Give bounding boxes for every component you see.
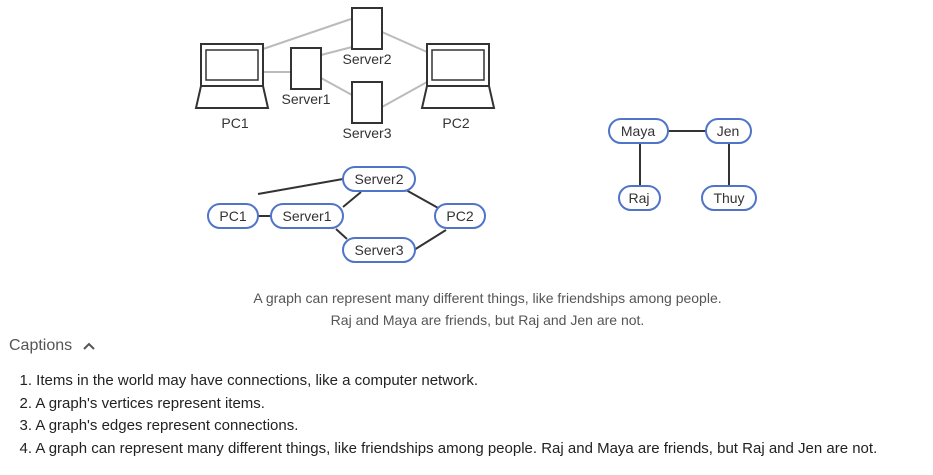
caption-item-text: Items in the world may have connections,… <box>36 372 479 389</box>
graph-edges <box>257 178 447 251</box>
friend-node-maya: Maya <box>608 118 669 144</box>
graph-node-pc1-label: PC1 <box>219 208 246 224</box>
figure-caption-line-1: A graph can represent many different thi… <box>253 290 722 306</box>
server1-icon <box>290 47 322 90</box>
server2-label: Server2 <box>342 51 391 67</box>
pc2-laptop-icon <box>420 43 496 109</box>
caption-item: 4. A graph can represent many different … <box>18 438 877 461</box>
friend-node-maya-label: Maya <box>621 123 655 139</box>
graph-node-pc1: PC1 <box>207 203 259 229</box>
caption-item-number: 3. <box>19 417 32 434</box>
figure-canvas: PC1 PC2 Server1 Server2 Server3 PC1 Serv… <box>194 7 757 263</box>
graph-node-server1-label: Server1 <box>282 208 331 224</box>
figure-caption-line-2: Raj and Maya are friends, but Raj and Je… <box>330 312 645 328</box>
friend-node-thuy-label: Thuy <box>713 190 744 206</box>
pc1-label: PC1 <box>221 115 248 131</box>
graph-node-pc2: PC2 <box>434 203 486 229</box>
captions-toggle-label: Captions <box>9 337 73 354</box>
friend-node-thuy: Thuy <box>701 185 757 211</box>
caption-item-text: A graph's edges represent connections. <box>35 417 299 434</box>
caption-item-number: 1. <box>19 372 32 389</box>
caption-item-number: 2. <box>19 394 32 412</box>
friend-edges <box>639 130 730 186</box>
friend-node-raj: Raj <box>618 185 661 211</box>
caption-item-text: A graph can represent many different thi… <box>35 439 878 457</box>
graph-node-server2: Server2 <box>342 166 416 192</box>
graph-node-server3-label: Server3 <box>354 242 403 258</box>
graph-node-server2-label: Server2 <box>354 171 403 187</box>
graph-node-pc2-label: PC2 <box>446 208 473 224</box>
pc1-laptop-icon <box>194 43 270 109</box>
chevron-up-icon <box>83 342 95 350</box>
network-connections <box>262 18 428 108</box>
graph-node-server3: Server3 <box>342 237 416 263</box>
server2-icon <box>351 7 383 50</box>
friend-node-jen-label: Jen <box>717 123 740 139</box>
caption-item-text: A graph's vertices represent items. <box>35 394 265 412</box>
captions-toggle-button[interactable]: Captions <box>9 337 96 355</box>
server3-icon <box>351 81 383 124</box>
server3-label: Server3 <box>342 125 391 141</box>
graph-node-server1: Server1 <box>270 203 344 229</box>
caption-item: 2. A graph's vertices represent items. <box>18 393 877 416</box>
server1-label: Server1 <box>281 91 330 107</box>
captions-list: 1. Items in the world may have connectio… <box>18 370 877 460</box>
pc2-label: PC2 <box>442 115 469 131</box>
friend-node-jen: Jen <box>705 118 752 144</box>
caption-item: 3. A graph's edges represent connections… <box>18 415 877 438</box>
caption-item: 1. Items in the world may have connectio… <box>18 370 877 393</box>
friend-node-raj-label: Raj <box>628 190 649 206</box>
caption-item-number: 4. <box>19 439 32 457</box>
